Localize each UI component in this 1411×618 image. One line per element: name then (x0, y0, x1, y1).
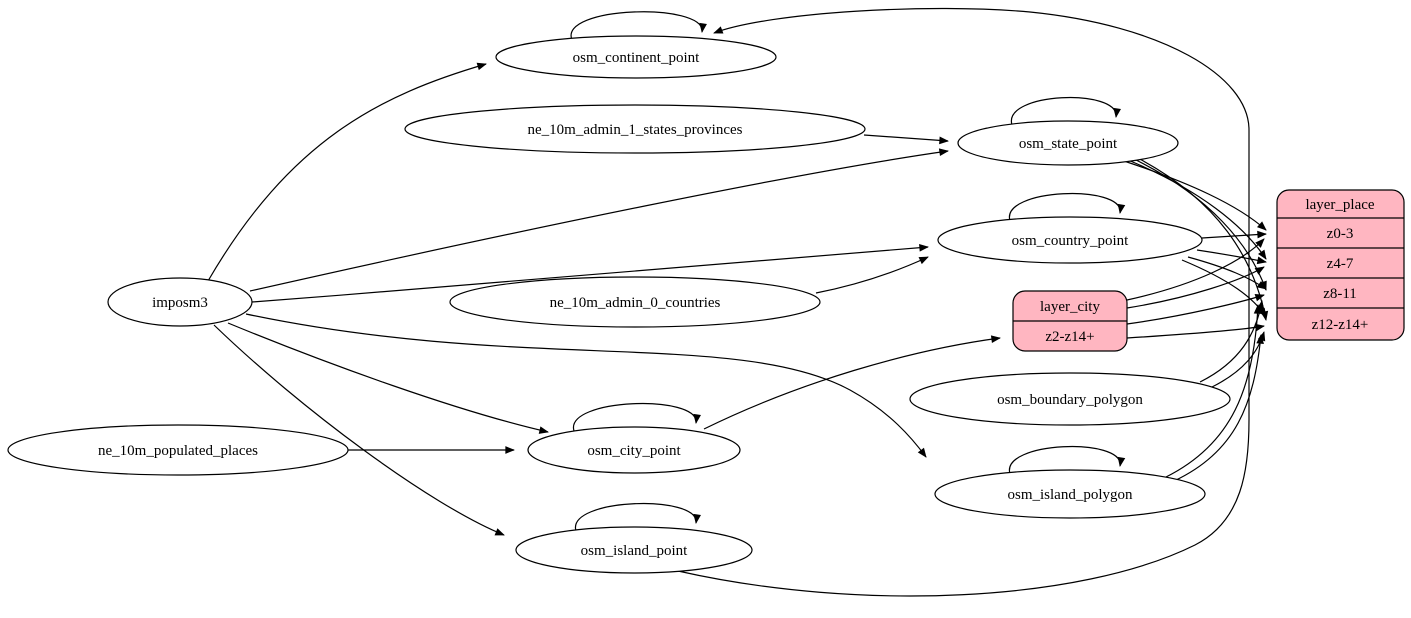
edge-osm_boundary_polygon-layer_place-z12-z14 (1211, 331, 1266, 388)
edge-osm_boundary_polygon-layer_place-z8-11 (1199, 300, 1265, 383)
selfloop-osm_state_point (1011, 96, 1121, 126)
node-layer_place-row-z8-11: z8-11 (1323, 286, 1357, 302)
edge-imposm3-osm_continent_point (207, 62, 487, 282)
edge-osm_country_point-layer_place-z12-z14 (1181, 259, 1267, 318)
node-layer_city: layer_city z2-z14+ (1012, 290, 1128, 352)
node-osm_state_point: osm_state_point (957, 120, 1179, 166)
node-osm_island_polygon: osm_island_polygon (934, 469, 1206, 519)
node-layer_place-row-z0-3: z0-3 (1327, 226, 1354, 242)
selfloop-osm_island_polygon (1009, 445, 1126, 475)
edge-imposm3-osm_island_polygon (245, 313, 927, 458)
edge-ne_10m_admin_0_countries-osm_country_point (815, 256, 929, 294)
node-ne_10m_populated_places-label: ne_10m_populated_places (98, 443, 258, 459)
node-ne_10m_admin_0_countries: ne_10m_admin_0_countries (449, 276, 821, 328)
edge-osm_city_point-layer_city (703, 335, 1001, 430)
node-ne_10m_populated_places: ne_10m_populated_places (7, 424, 349, 476)
edge-ne_10m_admin_1_states_provinces-osm_state_point (863, 134, 949, 145)
node-osm_city_point: osm_city_point (527, 426, 741, 474)
node-layer_place-row-z12-z14: z12-z14+ (1312, 317, 1369, 333)
node-osm_country_point: osm_country_point (937, 216, 1203, 264)
node-layer_place-row-z4-7: z4-7 (1327, 256, 1354, 272)
node-osm_continent_point-label: osm_continent_point (573, 50, 700, 66)
selfloop-osm_city_point (573, 402, 701, 432)
edge-osm_country_point-layer_place-z4-7 (1196, 249, 1267, 265)
edge-osm_island_polygon-layer_place-z8-11 (1165, 304, 1262, 478)
edge-osm_island_polygon-layer_place-z12-z14 (1173, 334, 1264, 482)
node-osm_continent_point: osm_continent_point (495, 35, 777, 79)
node-osm_boundary_polygon-label: osm_boundary_polygon (997, 392, 1143, 408)
node-ne_10m_admin_0_countries-label: ne_10m_admin_0_countries (550, 295, 721, 311)
edge-osm_country_point-layer_place-z0-3 (1201, 230, 1267, 239)
selfloop-osm_island_point (575, 502, 701, 532)
node-layer_place: layer_place z0-3 z4-7 z8-11 z12-z14+ (1276, 189, 1405, 341)
edge-osm_island_point-osm_continent_point (677, 7, 1250, 597)
node-osm_country_point-label: osm_country_point (1012, 233, 1129, 249)
edge-osm_state_point-layer_place-z0-3 (1123, 160, 1267, 231)
node-osm_island_polygon-label: osm_island_polygon (1007, 487, 1133, 503)
node-imposm3-label: imposm3 (152, 295, 208, 311)
edge-layer_city-layer_place-z8-11 (1126, 293, 1265, 325)
edge-layer_city-layer_place-z0-3 (1126, 238, 1265, 301)
edge-imposm3-osm_city_point (227, 322, 549, 434)
selfloop-osm_country_point (1009, 192, 1126, 222)
selfloop-osm_continent_point (570, 11, 707, 41)
node-osm_boundary_polygon: osm_boundary_polygon (909, 372, 1231, 426)
node-osm_island_point-label: osm_island_point (581, 543, 689, 559)
node-layer_city-label: layer_city (1040, 299, 1100, 315)
node-ne_10m_admin_1_states_provinces-label: ne_10m_admin_1_states_provinces (528, 122, 743, 138)
edge-layer_city-layer_place-z12-z14 (1126, 323, 1265, 339)
node-imposm3: imposm3 (107, 277, 253, 327)
node-osm_city_point-label: osm_city_point (587, 443, 681, 459)
node-layer_place-label: layer_place (1305, 197, 1374, 213)
node-osm_state_point-label: osm_state_point (1019, 136, 1118, 152)
node-ne_10m_admin_1_states_provinces: ne_10m_admin_1_states_provinces (404, 104, 866, 154)
edge-imposm3-osm_state_point (249, 148, 949, 292)
edge-layer_city-layer_place-z4-7 (1126, 266, 1265, 309)
edge-osm_country_point-layer_place-z8-11 (1187, 256, 1267, 290)
node-layer_city-row-z2-z14: z2-z14+ (1045, 329, 1094, 345)
node-osm_island_point: osm_island_point (515, 526, 753, 574)
